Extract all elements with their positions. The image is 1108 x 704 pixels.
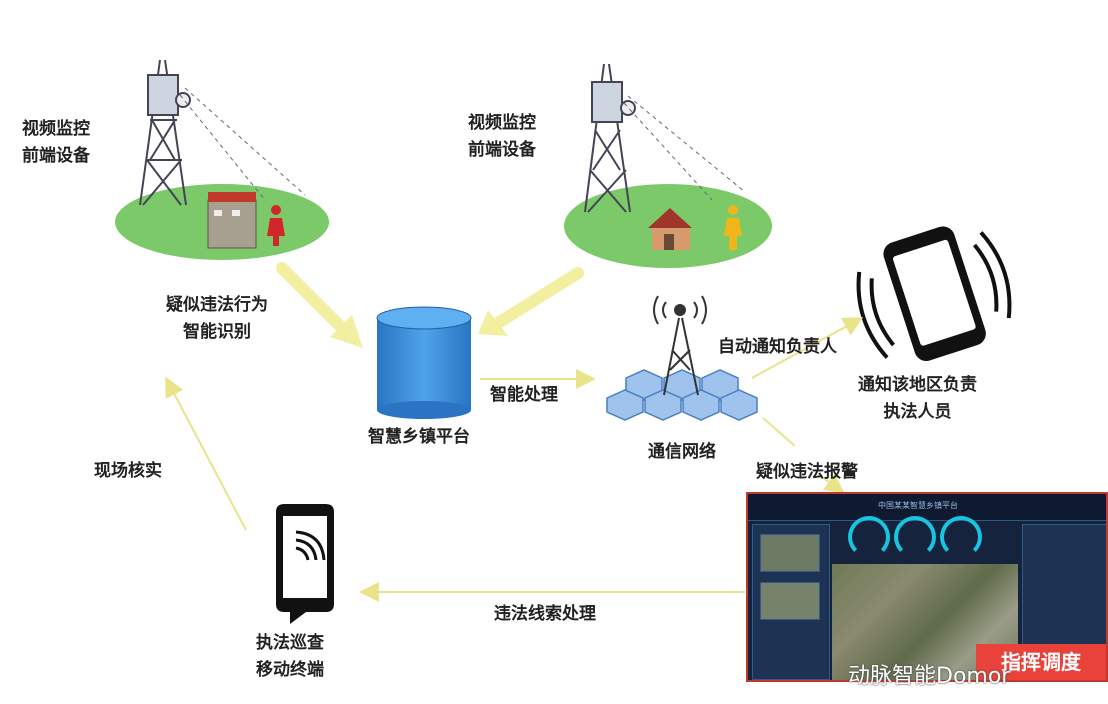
- arrowhead-right: [478, 310, 508, 336]
- right-person-icon: [724, 205, 742, 250]
- video-thumb-2: [760, 582, 820, 620]
- gauge-3: [940, 516, 982, 558]
- gauge-1: [848, 516, 890, 558]
- platform-database-icon: [376, 306, 472, 419]
- label-suspected-identify: 疑似违法行为智能识别: [166, 295, 268, 342]
- label-onsite-verify: 现场核实: [94, 461, 162, 481]
- arrow-auto-notify: [751, 317, 864, 379]
- label-smart-processing: 智能处理: [490, 385, 558, 405]
- right-monitoring-site: [564, 63, 772, 268]
- left-tower-icon: [139, 59, 191, 206]
- label-clue-processing: 违法线索处理: [494, 604, 596, 624]
- label-video-front-right: 视频监控前端设备: [468, 113, 536, 160]
- watermark: 动脉智能Domor: [848, 664, 1011, 689]
- video-thumb-1: [760, 534, 820, 572]
- arrow-right-to-platform: [489, 267, 584, 331]
- left-building-icon: [207, 192, 257, 249]
- label-mobile-terminal: 执法巡查移动终端: [256, 633, 324, 680]
- gauge-2: [894, 516, 936, 558]
- dashboard-right-panel: [1022, 524, 1106, 646]
- arrow-alarm: [762, 417, 796, 447]
- label-auto-notify: 自动通知负责人: [718, 337, 837, 357]
- command-badge: 指挥调度: [976, 644, 1106, 680]
- arrowhead-left: [330, 315, 363, 348]
- right-house-icon: [648, 208, 692, 250]
- left-monitoring-site: [115, 59, 329, 260]
- arrow-left-to-platform: [276, 262, 356, 342]
- label-video-front-left: 视频监控前端设备: [22, 119, 90, 166]
- flow-arrows: [276, 262, 584, 342]
- arrow-onsite: [165, 376, 247, 531]
- arrow-alarm-2: [817, 473, 845, 494]
- mobile-terminal-icon: [276, 504, 334, 624]
- dashboard-title: 中国某某智慧乡镇平台: [878, 501, 958, 510]
- dashboard-header: 中国某某智慧乡镇平台: [748, 494, 1106, 521]
- network-icon: [606, 295, 758, 421]
- right-tower-icon: [584, 63, 636, 213]
- left-camera-beam: [184, 87, 306, 196]
- label-notify-officer: 通知该地区负责执法人员: [858, 375, 977, 422]
- label-platform: 智慧乡镇平台: [368, 427, 470, 447]
- label-network: 通信网络: [648, 442, 716, 462]
- label-suspected-alarm: 疑似违法报警: [756, 462, 858, 482]
- command-dashboard: 中国某某智慧乡镇平台 指挥调度: [746, 492, 1108, 682]
- left-person-icon: [267, 205, 285, 246]
- officer-phone-icon: [856, 226, 1012, 362]
